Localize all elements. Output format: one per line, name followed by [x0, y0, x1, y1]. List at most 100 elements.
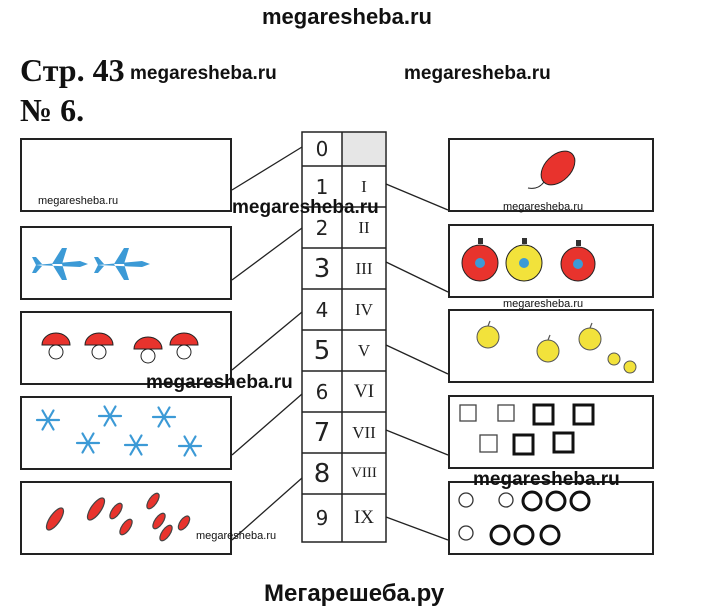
snowflake-icon: [75, 432, 101, 454]
snowflake-icon: [123, 434, 149, 456]
circle-icon: [513, 524, 535, 546]
arabic-number: 7: [313, 417, 331, 448]
footer-site: Мегарешеба.ру: [264, 580, 445, 607]
ornaments: [461, 238, 596, 282]
roman-number: I: [361, 176, 367, 196]
leaf-icon: [119, 518, 133, 536]
snowflake-icon: [177, 435, 203, 457]
watermark-mid-right: megaresheba.ru: [473, 469, 620, 490]
line-left-4: [231, 477, 303, 541]
ornament-icon: [560, 240, 596, 282]
leaf-icon: [152, 512, 166, 530]
left-box-0: [20, 138, 232, 212]
mushroom-icon: [133, 336, 163, 364]
right-box-2: [448, 309, 654, 383]
watermark-mid-left: megaresheba.ru: [146, 372, 293, 393]
squares: [459, 403, 595, 456]
apples: [476, 320, 637, 374]
watermark-top: megaresheba.ru: [262, 4, 432, 29]
snowflake-icon: [97, 405, 123, 427]
apple-icon: [623, 360, 637, 374]
circle-icon: [569, 490, 591, 512]
arabic-number: 3: [313, 253, 331, 284]
mushroom-icon: [84, 332, 114, 360]
roman-number: V: [357, 340, 371, 360]
shaded-cell: [342, 132, 385, 166]
snowflake-icon: [35, 409, 61, 431]
leaves: [45, 492, 191, 542]
roman-number: VIII: [351, 465, 377, 481]
arabic-number: 0: [315, 137, 329, 161]
line-left-2: [231, 311, 303, 371]
roman-number: IX: [353, 507, 375, 528]
left-box-3: [20, 396, 232, 470]
watermark-small-box1: megaresheba.ru: [38, 195, 119, 207]
left-box-1: [20, 226, 232, 300]
circle-icon: [458, 525, 474, 541]
right-box-3: [448, 395, 654, 469]
left-box-4: [20, 481, 232, 555]
snowflakes: [35, 405, 203, 457]
airplanes: [32, 248, 150, 280]
leaf-icon: [45, 507, 65, 531]
square-icon: [532, 403, 555, 426]
mushroom-icon: [41, 332, 71, 360]
apple-icon: [476, 325, 500, 349]
roman-number: II: [358, 217, 370, 237]
line-right-3: [385, 429, 449, 456]
arabic-number: 9: [315, 506, 329, 530]
arabic-number: 6: [315, 379, 329, 404]
square-icon: [479, 434, 498, 453]
number-table: [301, 131, 387, 543]
line-right-2: [385, 344, 449, 375]
watermark-small-right2: megaresheba.ru: [503, 298, 584, 310]
apple-icon: [536, 339, 560, 363]
line-left-3: [231, 393, 303, 456]
arabic-number: 1: [315, 174, 329, 199]
circle-icon: [498, 492, 514, 508]
watermark-small-bottom: megaresheba.ru: [196, 530, 277, 542]
snowflake-icon: [151, 406, 177, 428]
ornament-icon: [461, 238, 499, 282]
apple-icon: [578, 327, 602, 351]
arabic-number: 5: [313, 335, 331, 366]
airplane-icon: [94, 248, 150, 280]
roman-number: VI: [353, 380, 375, 402]
roman-number: VII: [352, 422, 376, 442]
exercise-number: № 6.: [20, 92, 85, 128]
leaf-icon: [86, 497, 106, 521]
circle-icon: [545, 490, 567, 512]
leaf-icon: [159, 524, 173, 542]
square-icon: [572, 403, 595, 426]
square-icon: [497, 404, 515, 422]
left-box-2: [20, 311, 232, 385]
right-box-4: [448, 481, 654, 555]
square-icon: [512, 433, 535, 456]
circle-icon: [539, 524, 561, 546]
square-icon: [552, 431, 575, 454]
roman-number: IV: [355, 299, 373, 319]
line-right-1: [385, 261, 449, 293]
airplane-icon: [32, 248, 88, 280]
arabic-number: 8: [313, 458, 331, 489]
roman-number: III: [355, 258, 373, 278]
balloon: [527, 150, 576, 189]
page-title: Стр. 43: [20, 52, 125, 88]
leaf-icon: [177, 515, 191, 531]
line-left-0: [231, 146, 303, 191]
mushrooms: [41, 332, 199, 364]
apple-icon: [607, 352, 621, 366]
circle-icon: [458, 492, 474, 508]
line-right-0: [385, 183, 449, 211]
circles: [458, 490, 591, 546]
watermark-header-left: megaresheba.ru: [130, 63, 277, 84]
square-icon: [459, 404, 477, 422]
ornament-icon: [505, 238, 543, 282]
line-right-4: [385, 516, 449, 541]
watermark-mid-center: megaresheba.ru: [232, 197, 379, 218]
arabic-number: 4: [315, 297, 329, 322]
watermark-header-right: megaresheba.ru: [404, 63, 551, 84]
mushroom-icon: [169, 332, 199, 360]
circle-icon: [521, 490, 543, 512]
